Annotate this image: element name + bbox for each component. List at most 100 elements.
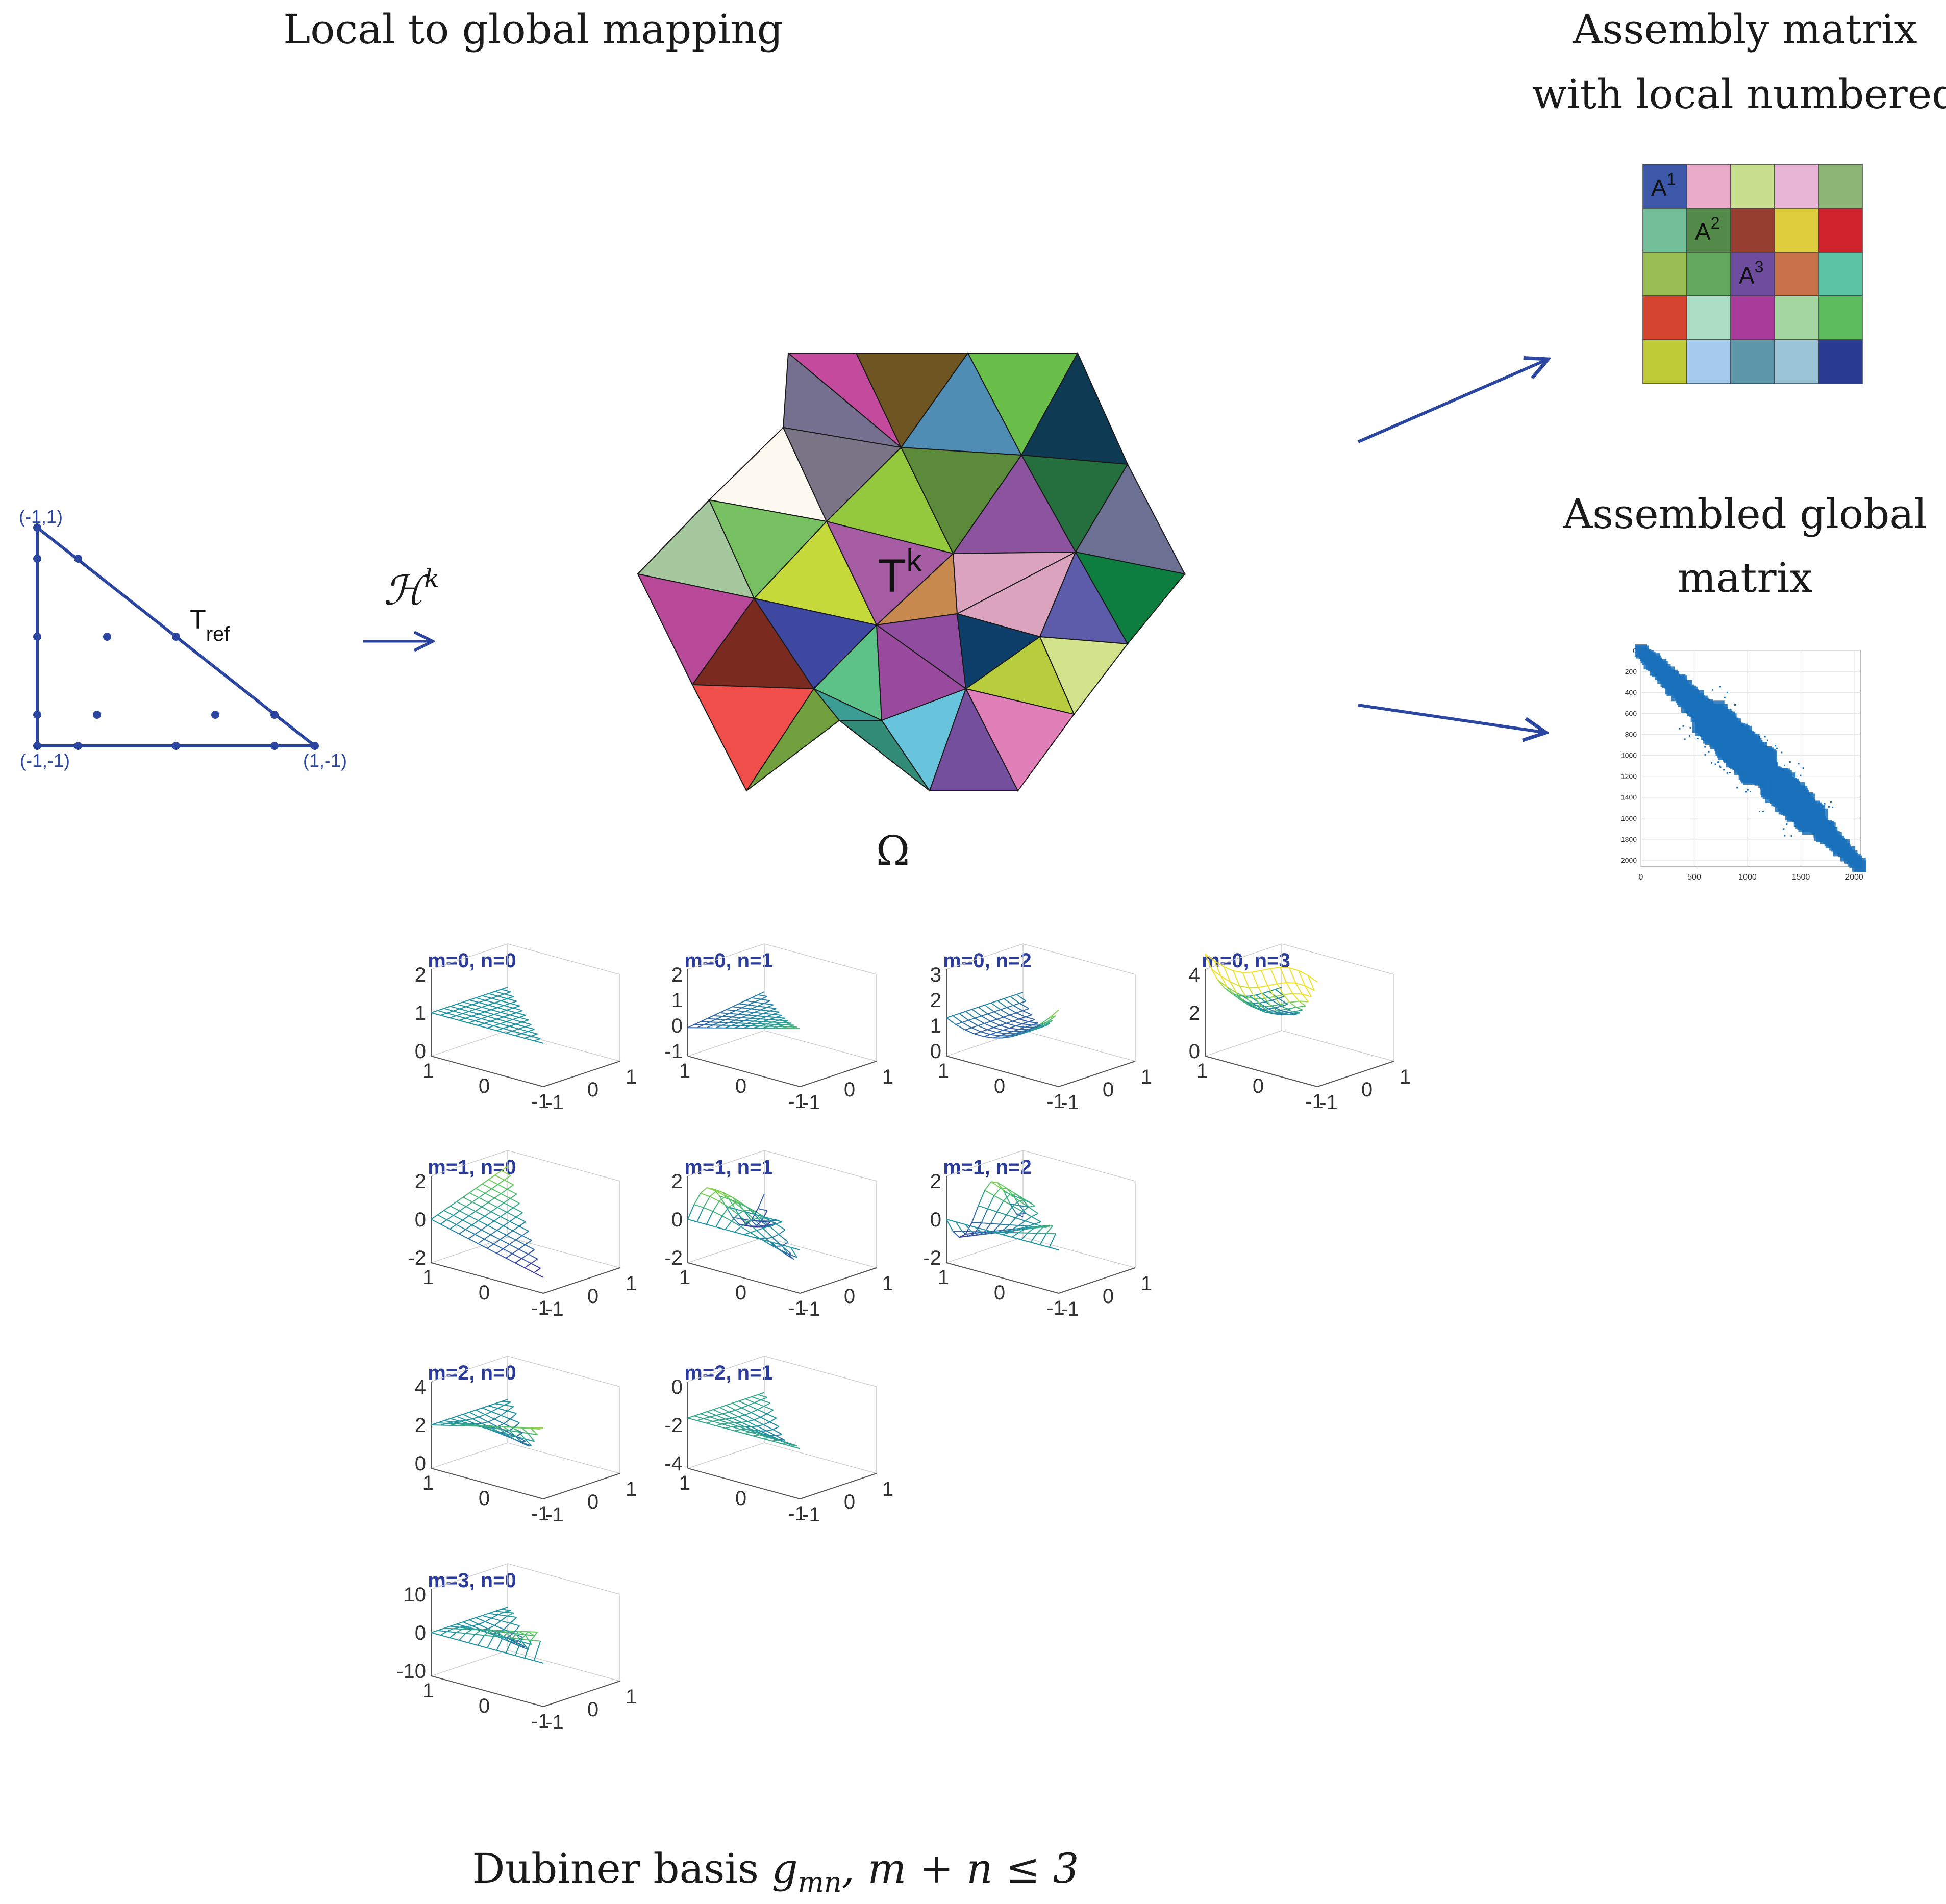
dubiner-x-tick: 1 [679,1472,690,1494]
dubiner-z-tick: 1 [415,1002,426,1024]
dubiner-y-tick: 1 [626,1686,637,1708]
dubiner-y-tick: 0 [587,1079,598,1101]
global-matrix-nonzero-entry [1828,806,1830,808]
global-matrix-nonzero-entry [1805,822,1807,824]
global-matrix-y-tick: 1600 [1621,814,1637,822]
dubiner-z-tick: 2 [415,964,426,986]
global-matrix-nonzero-entry [1714,724,1716,726]
dubiner-z-tick: 1 [930,1015,941,1037]
mesh-triangle [965,688,1075,792]
dubiner-z-tick: 2 [415,1414,426,1437]
global-matrix-nonzero-entry [1714,763,1716,765]
assembly-matrix-cell [1686,295,1731,340]
assembly-matrix-cell [1774,339,1819,384]
dubiner-z-tick: 2 [415,1170,426,1193]
global-matrix-nonzero-entry [1810,807,1812,809]
global-matrix-nonzero-entry [1784,835,1786,837]
assembly-matrix-cell [1818,164,1863,209]
dubiner-surface [946,1181,1059,1250]
assembly-matrix-cell [1686,252,1731,296]
global-matrix-nonzero-entry [1764,762,1766,764]
global-matrix-nonzero-entry [1729,743,1731,745]
dubiner-z-tick: 2 [671,964,683,986]
assembly-matrix-cell [1642,295,1687,340]
global-matrix-nonzero-entry [1775,783,1777,785]
reference-triangle-nodes [33,523,319,750]
assembly-block-label: A2 [1695,214,1719,245]
global-matrix-nonzero-entry [1726,726,1728,728]
dubiner-x-tick: 1 [422,1060,434,1082]
assembly-matrix-cell [1686,339,1731,384]
global-matrix-nonzero-entry [1704,721,1706,723]
dubiner-y-tick: 0 [844,1079,855,1101]
dubiner-z-tick: 1 [671,989,683,1012]
dubiner-plot-title: m=3, n=0 [428,1569,516,1592]
dubiner-x-tick: 0 [735,1487,746,1510]
global-matrix-nonzero-entry [1722,744,1724,746]
reference-triangle-label: Tref [190,605,230,645]
dubiner-z-tick: 4 [1189,964,1200,986]
global-matrix-nonzero-entry [1711,762,1713,764]
dubiner-surface [687,991,801,1029]
global-matrix-nonzero-entry [1711,689,1713,691]
assembly-matrix-cell [1642,252,1687,296]
dubiner-plot-title: m=0, n=2 [943,949,1031,972]
reference-triangle: (-1,1) (-1,-1) (1,-1) Tref [19,506,347,771]
global-matrix-nonzero-entry [1806,811,1808,813]
assembly-matrix-cell [1730,164,1775,209]
global-matrix-nonzero-entry [1726,691,1728,693]
dubiner-y-tick: -1 [802,1298,820,1320]
global-matrix-nonzero-entry [1710,733,1712,735]
assembly-matrix-cell [1730,208,1775,253]
dubiner-y-tick: 0 [587,1491,598,1513]
global-matrix-nonzero-entry [1752,764,1754,766]
global-matrix-nonzero-entry [1783,794,1785,796]
global-matrix-nonzero-entry [1786,823,1788,825]
dubiner-plot-title: m=1, n=0 [428,1156,516,1179]
triangular-mesh [637,352,1186,792]
global-matrix-nonzero-entry [1726,757,1728,759]
global-matrix-nonzero-entry [1793,774,1795,776]
dubiner-x-tick: -1 [788,1090,806,1113]
global-matrix-nonzero-entry [1713,723,1715,725]
dubiner-y-tick: -1 [802,1504,820,1526]
global-matrix-nonzero-entry [1823,814,1825,816]
dubiner-z-tick: 2 [671,1170,683,1193]
dubiner-x-tick: 0 [479,1282,490,1304]
assembly-matrix-cell [1730,252,1775,296]
global-matrix-y-tick: 1800 [1621,835,1637,843]
dubiner-surface [946,992,1059,1039]
global-matrix-nonzero-entry [1749,791,1751,793]
global-matrix-nonzero-entry [1802,829,1804,831]
global-matrix-y-tick: 1400 [1621,793,1637,801]
dubiner-y-tick: -1 [545,1711,564,1734]
dubiner-z-tick: 0 [930,1040,941,1063]
global-matrix-y-tick: 400 [1625,688,1637,696]
dubiner-y-tick: -1 [1319,1091,1338,1114]
assembly-matrix-cell [1818,339,1863,384]
global-matrix-nonzero-entry [1745,791,1747,793]
dubiner-plot-title: m=0, n=1 [684,949,772,972]
global-matrix-nonzero-entry [1821,815,1823,817]
global-matrix-nonzero-entry [1790,797,1792,799]
dubiner-x-tick: -1 [531,1710,550,1733]
dubiner-y-tick: 0 [844,1285,855,1308]
global-matrix-nonzero-entry [1719,765,1721,767]
global-matrix-nonzero-entry [1777,799,1779,801]
domain-omega-label: Ω [876,827,910,874]
dubiner-x-tick: -1 [788,1297,806,1319]
global-matrix-nonzero-entry [1761,766,1763,768]
dubiner-y-tick: -1 [545,1091,564,1114]
global-matrix-nonzero-entry [1770,798,1773,800]
global-matrix-nonzero-entry [1797,810,1799,812]
dubiner-x-tick: -1 [531,1297,550,1319]
assembly-matrix-cell [1774,164,1819,209]
dubiner-z-tick: 0 [671,1376,683,1398]
global-matrix-nonzero-entry [1722,714,1724,716]
